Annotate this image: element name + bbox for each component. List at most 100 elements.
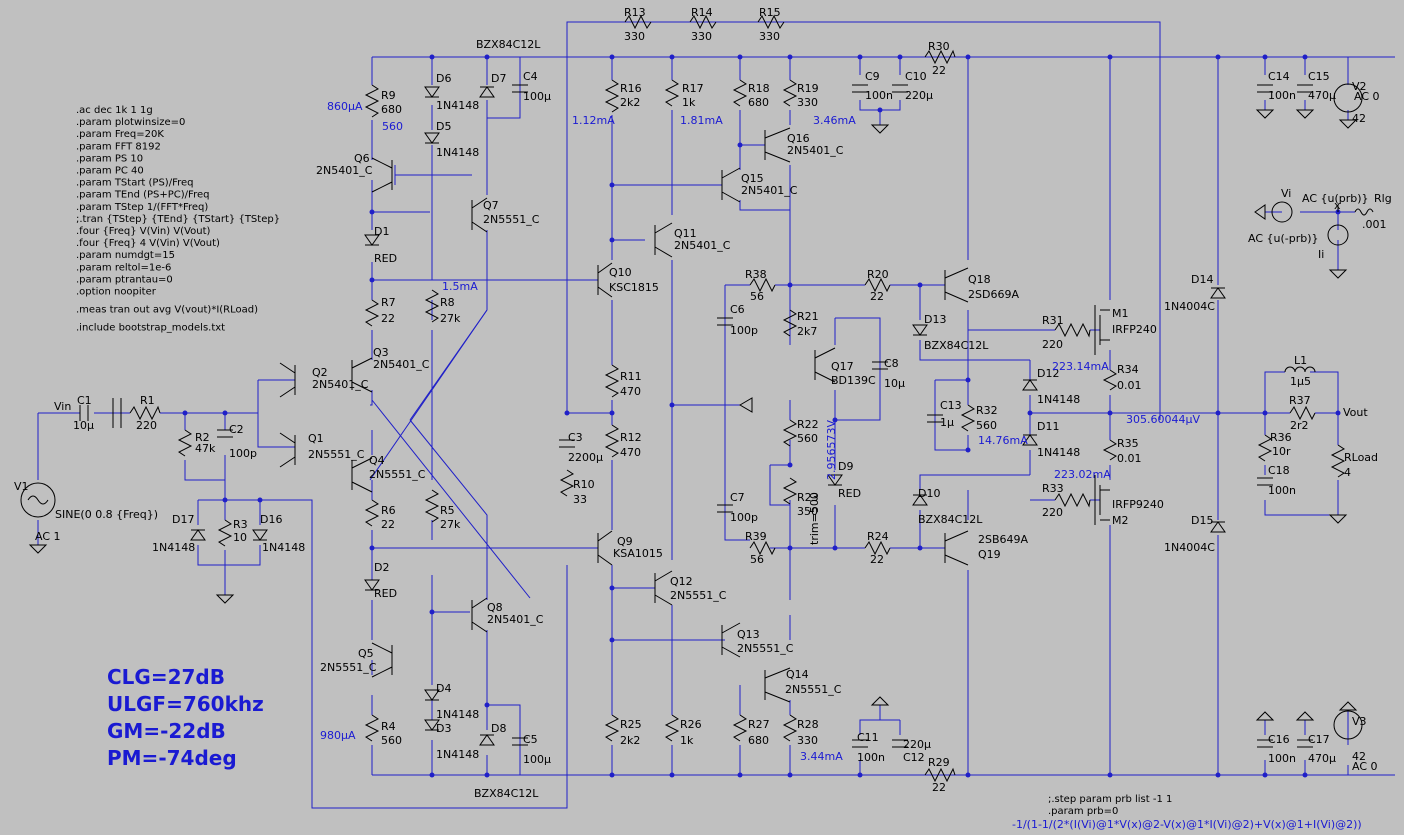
c1-symbol <box>79 405 89 421</box>
c3-symbol <box>559 439 575 448</box>
r38-value: 56 <box>750 290 764 303</box>
c18-label: C18 <box>1268 464 1290 477</box>
d13-symbol <box>912 324 928 336</box>
q17-value: BD139C <box>831 374 876 387</box>
r26-value: 1k <box>680 734 694 747</box>
d15-symbol <box>1210 521 1226 533</box>
ii-ac: AC {u(-prb)} <box>1248 232 1319 245</box>
ii-label: Ii <box>1318 248 1324 261</box>
directive-line: .four {Freq} 4 V(Vin) V(Vout) <box>76 238 220 249</box>
q15-label: Q15 <box>741 172 764 185</box>
d16-value: 1N4148 <box>262 541 305 554</box>
r3-label: R3 <box>233 518 248 531</box>
v1-symbol <box>20 482 56 518</box>
r4-value: 560 <box>381 734 402 747</box>
r4-label: R4 <box>381 720 396 733</box>
c6-label: C6 <box>730 303 745 316</box>
d15-label: D15 <box>1191 514 1213 527</box>
q16-value: 2N5401_C <box>787 144 844 157</box>
r34-symbol <box>1102 369 1117 391</box>
net-x: x <box>1334 199 1341 212</box>
r30-label: R30 <box>928 40 950 53</box>
r2-value: 47k <box>195 442 216 455</box>
r11-label: R11 <box>620 370 642 383</box>
d11-value: 1N4148 <box>1037 446 1080 459</box>
result-gm: GM=-22dB <box>107 719 226 743</box>
q14-label: Q14 <box>786 668 809 681</box>
r38-label: R38 <box>745 268 767 281</box>
c12-symbol <box>892 739 908 748</box>
c12-label: C12 <box>903 751 925 764</box>
spice-directives: .ac dec 1k 1 1g.param plotwinsize=0.para… <box>76 105 280 334</box>
rlg-symbol <box>1354 208 1374 216</box>
result-pm: PM=-74deg <box>107 746 237 770</box>
d10-symbol <box>912 494 928 506</box>
d1-symbol <box>364 234 380 246</box>
r35-label: R35 <box>1117 437 1139 450</box>
result-clg: CLG=27dB <box>107 665 225 689</box>
c17-label: C17 <box>1308 733 1330 746</box>
r15-value: 330 <box>759 30 780 43</box>
r26-symbol <box>664 714 680 742</box>
r20-label: R20 <box>867 268 889 281</box>
c7-value: 100p <box>730 511 758 524</box>
q3-value: 2N5401_C <box>373 358 430 371</box>
vi-flag <box>1254 204 1266 220</box>
c1-label: C1 <box>77 394 92 407</box>
c-input-block <box>112 398 122 428</box>
c13-value: 1µ <box>940 416 954 429</box>
q19-label: Q19 <box>978 548 1001 561</box>
c2-symbol <box>217 429 233 438</box>
c9-value: 100n <box>865 89 893 102</box>
r21-symbol <box>782 309 798 337</box>
r34-label: R34 <box>1117 363 1139 376</box>
d14-label: D14 <box>1191 273 1213 286</box>
d7-value: BZX84C12L <box>476 38 541 51</box>
d10-value: BZX84C12L <box>918 513 983 526</box>
r14-label: R14 <box>691 6 713 19</box>
r10-label: R10 <box>573 478 595 491</box>
directive-line: .include bootstrap_models.txt <box>76 323 225 334</box>
q2-value: 2N5401_C <box>312 378 369 391</box>
r23-value: 350 <box>797 505 818 518</box>
probe-r16-current: 1.12mA <box>572 114 615 127</box>
q6-label: Q6 <box>354 152 370 165</box>
q4-value: 2N5551_C <box>369 468 426 481</box>
d5-value: 1N4148 <box>436 146 479 159</box>
v1-label: V1 <box>14 480 29 493</box>
r2-label: R2 <box>195 431 210 444</box>
q12-label: Q12 <box>670 575 693 588</box>
d17-label: D17 <box>172 513 194 526</box>
d15-value: 1N4004C <box>1164 541 1215 554</box>
r31-label: R31 <box>1042 314 1064 327</box>
c11-label: C11 <box>857 731 879 744</box>
q19-value: 2SB649A <box>978 533 1029 546</box>
c18-symbol <box>1257 477 1273 486</box>
r16-symbol <box>604 79 620 113</box>
r2-symbol <box>177 429 193 457</box>
net-flag <box>739 397 753 413</box>
q7-value: 2N5551_C <box>483 213 540 226</box>
q4-label: Q4 <box>369 454 385 467</box>
q13-label: Q13 <box>737 628 760 641</box>
r23-trim: trim=500 <box>808 492 821 545</box>
c16-value: 100n <box>1268 752 1296 765</box>
d2-value: RED <box>374 587 397 600</box>
transistor-bodies <box>279 127 1110 703</box>
r39-symbol <box>749 540 776 556</box>
rlg-label: Rlg <box>1374 192 1392 205</box>
q11-label: Q11 <box>674 227 697 240</box>
r27-symbol <box>732 714 748 742</box>
v2-value: 42 <box>1352 112 1366 125</box>
q15-value: 2N5401_C <box>741 184 798 197</box>
l1-label: L1 <box>1294 354 1307 367</box>
vi-label: Vi <box>1281 187 1291 200</box>
directive-line: .param PC 40 <box>76 166 144 177</box>
components <box>20 14 1374 783</box>
r1-label: R1 <box>140 394 155 407</box>
r25-value: 2k2 <box>620 734 640 747</box>
d6-value: 1N4148 <box>436 99 479 112</box>
vi-symbol <box>1271 201 1293 223</box>
m2-value: IRFP9240 <box>1112 498 1164 511</box>
